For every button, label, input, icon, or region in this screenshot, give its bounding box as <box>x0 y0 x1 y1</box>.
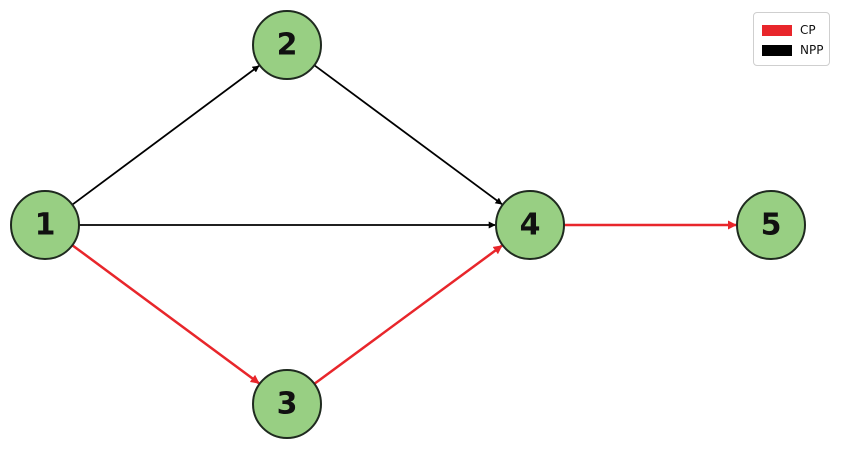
legend-item-cp: CP <box>762 20 816 40</box>
edge-1-2-npp <box>71 65 260 206</box>
node-5: 5 <box>736 190 806 260</box>
node-3: 3 <box>252 369 322 439</box>
node-label-1: 1 <box>35 208 56 243</box>
node-2: 2 <box>252 10 322 80</box>
node-circle-4 <box>495 190 565 260</box>
legend-swatch-npp <box>762 44 792 56</box>
edge-3-4-cp <box>313 244 503 385</box>
edge-1-3-cp <box>71 244 260 385</box>
node-circle-5 <box>736 190 806 260</box>
node-circle-1 <box>10 190 80 260</box>
nodes-layer: 1 2 3 4 5 <box>10 10 806 439</box>
legend-label-cp: CP <box>800 23 816 37</box>
node-label-5: 5 <box>761 208 782 243</box>
node-4: 4 <box>495 190 565 260</box>
node-1: 1 <box>10 190 80 260</box>
node-circle-2 <box>252 10 322 80</box>
legend-swatch-cp <box>762 24 792 36</box>
legend-item-npp: NPP <box>762 40 823 60</box>
node-circle-3 <box>252 369 322 439</box>
node-label-4: 4 <box>520 208 541 243</box>
node-label-3: 3 <box>277 387 298 422</box>
node-label-2: 2 <box>277 28 298 63</box>
edges-layer <box>71 64 737 385</box>
edge-2-4-npp <box>313 64 503 205</box>
legend-label-npp: NPP <box>800 43 824 57</box>
legend: CP NPP <box>753 12 830 66</box>
